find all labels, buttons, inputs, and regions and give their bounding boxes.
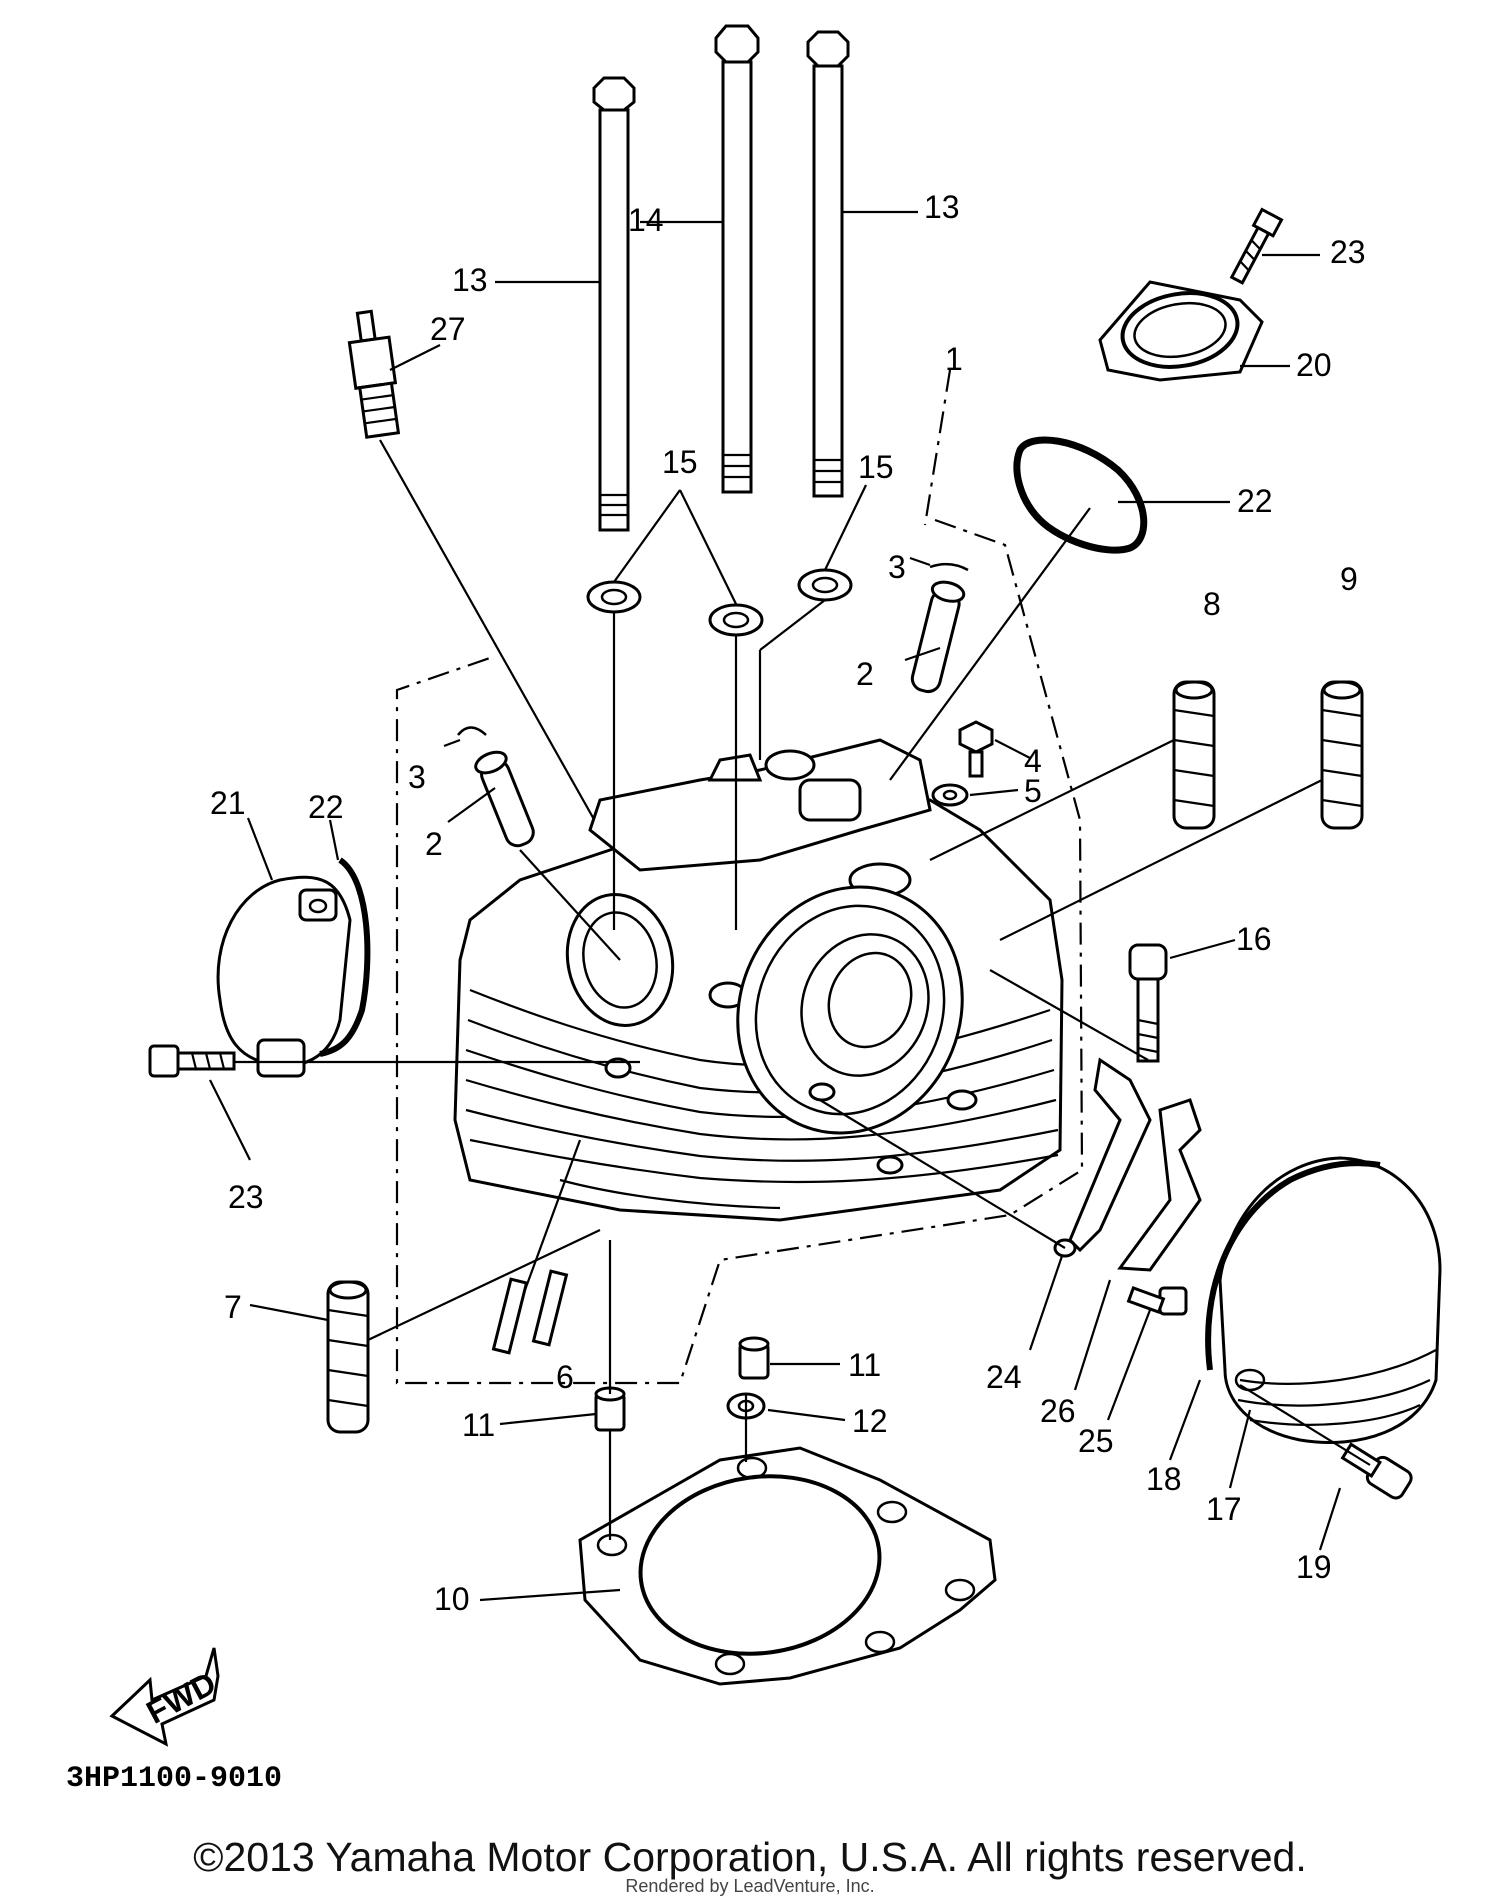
side-cover-17	[1218, 1156, 1442, 1444]
circlip-3-right	[929, 562, 969, 572]
cover-bolt-23-left	[148, 1044, 236, 1078]
callout-11a: 11	[848, 1347, 881, 1383]
callout-7: 7	[224, 1289, 242, 1325]
spark-plug-guide-line	[379, 439, 601, 831]
exhaust-flange-joint	[1098, 280, 1264, 382]
callout-2b: 2	[425, 826, 443, 862]
callout-12: 12	[852, 1403, 888, 1439]
head-bolt-14-middle	[714, 24, 760, 494]
dowel-11-right	[738, 1336, 770, 1380]
callout-22b: 22	[308, 789, 344, 825]
callout-labels: 13 14 13 23 27 1 20 15 15 22 3 8 9 2 3 4…	[210, 189, 1366, 1617]
cylinder-head-gasket	[578, 1446, 997, 1686]
callout-3a: 3	[888, 549, 906, 585]
valve-spring-8	[1172, 680, 1216, 830]
o-ring-22-top	[1013, 436, 1148, 554]
bolt-25	[1126, 1286, 1188, 1316]
head-bolt-13-right	[806, 30, 850, 498]
dowel-11-left	[594, 1386, 626, 1432]
callout-23b: 23	[228, 1179, 264, 1215]
washer-15-middle	[708, 603, 764, 637]
valve-cover-21	[216, 875, 352, 1078]
valve-spring-7	[326, 1280, 370, 1434]
valve-guide-2-right	[910, 580, 966, 694]
callout-2a: 2	[856, 656, 874, 692]
callout-4: 4	[1024, 743, 1042, 779]
circlip-3-left	[457, 726, 487, 736]
cover-bolt-guide-line-19	[1239, 1384, 1371, 1466]
forward-direction-arrow: FWD	[109, 1647, 222, 1747]
callout-24: 24	[986, 1359, 1022, 1395]
washer-15-left	[586, 580, 642, 614]
callout-25: 25	[1078, 1423, 1114, 1459]
leader-lines	[209, 210, 1342, 1602]
callout-10: 10	[434, 1581, 470, 1617]
callout-9: 9	[1340, 561, 1358, 597]
drawing-code: 3HP1100-9010	[66, 1762, 282, 1796]
callout-20: 20	[1296, 347, 1332, 383]
callout-11b: 11	[462, 1407, 495, 1443]
cover-bolt-19	[1340, 1442, 1413, 1500]
callout-17: 17	[1206, 1491, 1242, 1527]
fwd-label: FWD	[140, 1665, 221, 1731]
callout-13a: 13	[452, 262, 488, 298]
spark-plug	[347, 309, 401, 439]
callout-8: 8	[1203, 586, 1221, 622]
copyright-notice: ©2013 Yamaha Motor Corporation, U.S.A. A…	[193, 1834, 1307, 1880]
callout-26: 26	[1040, 1393, 1076, 1429]
callout-15b: 15	[858, 449, 894, 485]
washer-5	[931, 783, 969, 807]
callout-6: 6	[556, 1359, 574, 1395]
valve-guide-2-left	[474, 750, 535, 848]
callout-18: 18	[1146, 1461, 1182, 1497]
valve-cover-gasket-22	[319, 857, 371, 1057]
cylinder-head-assembly-outline	[395, 518, 1084, 1385]
callout-21: 21	[210, 785, 246, 821]
callout-1: 1	[945, 341, 963, 377]
valve-spring-9	[1320, 680, 1364, 830]
flange-bolt-23-top	[1229, 207, 1284, 285]
callout-19: 19	[1296, 1549, 1332, 1585]
side-cover-gasket-18	[1205, 1160, 1381, 1371]
bolt-16	[1128, 943, 1168, 1063]
callout-16: 16	[1236, 921, 1272, 957]
callout-14: 14	[628, 202, 664, 238]
callout-5: 5	[1024, 773, 1042, 809]
callout-27: 27	[430, 311, 466, 347]
breather-pipe-26	[1068, 1057, 1202, 1272]
washer-15-right	[797, 568, 853, 602]
callout-15a: 15	[662, 444, 698, 480]
callout-22a: 22	[1237, 483, 1273, 519]
callout-23a: 23	[1330, 234, 1366, 270]
head-bolt-13-left	[592, 76, 636, 532]
callout-13b: 13	[924, 189, 960, 225]
cylinder-head-body	[453, 738, 1064, 1222]
stud-pair-6	[491, 1269, 569, 1355]
small-bolt-4	[958, 720, 994, 778]
render-credit: Rendered by LeadVenture, Inc.	[625, 1876, 875, 1896]
callout-3b: 3	[408, 759, 426, 795]
assembly-leader-1	[923, 369, 952, 526]
